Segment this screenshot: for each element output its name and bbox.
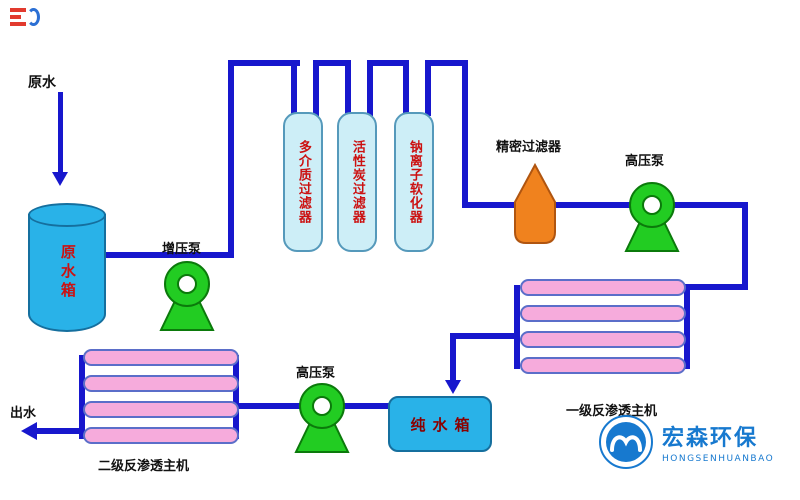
- precision-filter-icon: [514, 162, 556, 244]
- pump-icon: [294, 383, 350, 453]
- pipe: [684, 285, 690, 369]
- pipe: [291, 60, 297, 116]
- pure-water-arrow-icon: [445, 380, 461, 394]
- outlet-arrow-icon: [21, 422, 37, 440]
- precision-filter: [512, 162, 558, 250]
- ro1-membrane-tube: [520, 331, 686, 348]
- pipe: [367, 60, 373, 116]
- precision-filter-label: 精密过滤器: [496, 140, 562, 155]
- raw-water-tank-label: 原水箱: [58, 243, 77, 301]
- company-logo: 宏森环保 HONGSENHUANBAO: [598, 414, 774, 470]
- ro2-membrane-tube: [83, 349, 239, 366]
- pure-water-tank-label: 纯水箱: [410, 415, 477, 434]
- pipe: [313, 60, 351, 66]
- pipe: [367, 60, 409, 66]
- pipe: [313, 60, 319, 116]
- high-pressure-pump-2: [290, 380, 354, 458]
- carbon-filter-label: 活性炭过滤器: [349, 140, 365, 224]
- pipe: [450, 333, 456, 383]
- raw-water-arrow-icon: [52, 172, 68, 186]
- ro2-membrane-tube: [83, 375, 239, 392]
- softener-filter: 钠离子软化器: [394, 112, 434, 252]
- ro1-membrane-tube: [520, 305, 686, 322]
- pipe: [104, 252, 234, 258]
- ro2-membrane-tube: [83, 401, 239, 418]
- ro1-membrane-tube: [520, 357, 686, 374]
- pipe: [233, 355, 239, 439]
- pipe: [425, 60, 468, 66]
- pipe: [462, 60, 468, 208]
- pipe: [684, 284, 748, 290]
- ro1-membrane-tube: [520, 279, 686, 296]
- pump-icon: [624, 182, 680, 252]
- pipe: [228, 60, 234, 258]
- hp-pump2-label: 高压泵: [296, 366, 336, 381]
- pipe: [36, 428, 83, 434]
- pipe: [79, 355, 85, 439]
- pipe: [462, 202, 748, 208]
- pump-icon: [159, 261, 215, 331]
- pipe: [403, 60, 409, 116]
- raw-water-tank: 原水箱: [28, 214, 106, 332]
- pure-water-tank: 纯水箱: [388, 396, 492, 452]
- pipe: [450, 333, 520, 339]
- booster-pump-label: 增压泵: [162, 242, 202, 257]
- softener-filter-label: 钠离子软化器: [406, 140, 422, 224]
- outlet-label: 出水: [10, 406, 37, 421]
- ro2-membrane-tube: [83, 427, 239, 444]
- booster-pump: [155, 258, 219, 336]
- pipe: [425, 60, 431, 116]
- raw-water-label: 原水: [28, 75, 56, 91]
- pipe: [742, 202, 748, 290]
- logo-name-en: HONGSENHUANBAO: [662, 454, 775, 464]
- pipe: [228, 60, 300, 66]
- multimedia-filter: 多介质过滤器: [283, 112, 323, 252]
- pipe: [345, 60, 351, 116]
- multimedia-filter-label: 多介质过滤器: [295, 140, 311, 224]
- ro2-label: 二级反渗透主机: [98, 459, 190, 474]
- pipe: [58, 92, 63, 172]
- watermark-icon: [10, 5, 40, 31]
- high-pressure-pump-1: [620, 179, 684, 257]
- logo-icon: [599, 415, 653, 469]
- ro1-label: 一级反渗透主机: [566, 404, 658, 419]
- carbon-filter: 活性炭过滤器: [337, 112, 377, 252]
- hp-pump1-label: 高压泵: [625, 154, 665, 169]
- raw-water-tank-lid: [28, 203, 106, 227]
- pipe: [514, 285, 520, 369]
- logo-name-cn: 宏森环保: [662, 426, 759, 451]
